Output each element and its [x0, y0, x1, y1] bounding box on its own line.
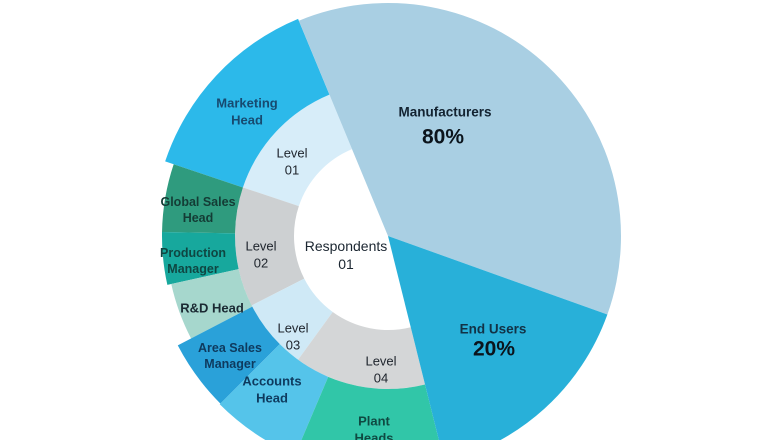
- segment-marketing-head: [165, 18, 330, 188]
- segment-level-02: [235, 187, 305, 306]
- segment-rd-head: [171, 269, 253, 339]
- segment-accounts-head: [219, 344, 329, 440]
- segment-plant-heads: [301, 376, 439, 440]
- segment-level-04: [298, 312, 426, 389]
- segment-level-01: [242, 94, 353, 207]
- segment-manufacturers: [298, 3, 621, 315]
- segment-area-sales-manager: [177, 306, 280, 404]
- segment-global-sales-head: [162, 164, 243, 234]
- segment-end-users: [388, 236, 608, 440]
- segment-production-manager: [162, 232, 239, 285]
- segment-level-03: [251, 278, 333, 360]
